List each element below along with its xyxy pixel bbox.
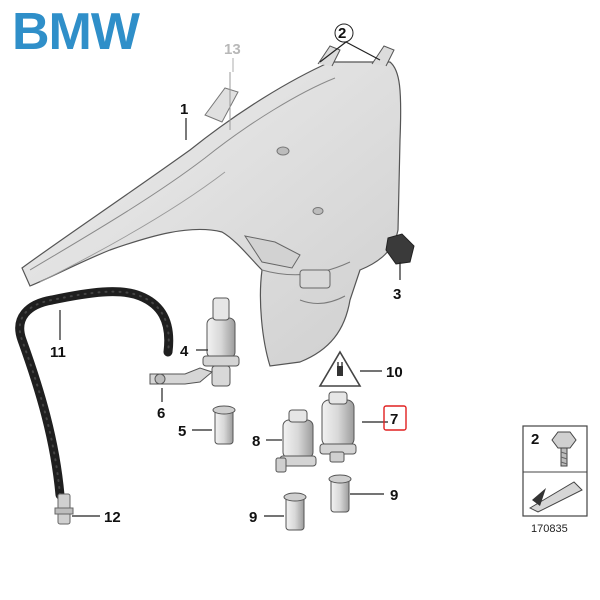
brand-name: BMW — [12, 3, 140, 61]
callout-7-highlight — [383, 405, 407, 431]
mounting-bracket — [204, 72, 239, 130]
callout-9a: 9 — [390, 487, 398, 504]
callout-1: 1 — [180, 101, 188, 118]
y-connector — [149, 367, 214, 385]
washer-reservoir — [21, 61, 402, 367]
callout-8: 8 — [252, 433, 260, 450]
leader-lines — [59, 41, 401, 517]
callout-10: 10 — [386, 364, 403, 381]
callout-7: 7 — [390, 411, 398, 428]
brand-logo: BMW — [12, 2, 140, 62]
callout-2: 2 — [338, 25, 346, 42]
callout-13: 13 — [224, 41, 241, 58]
washer-pump-7 — [319, 391, 357, 463]
washer-pump-8 — [275, 409, 317, 473]
level-sensor — [385, 233, 415, 265]
washer-hose — [15, 287, 174, 500]
grommet-5 — [212, 405, 236, 445]
callout-6: 6 — [157, 405, 165, 422]
callout-3: 3 — [393, 286, 401, 303]
callout-12: 12 — [104, 509, 121, 526]
grommet-9b — [328, 474, 352, 513]
catalog-arrow-icon — [528, 481, 583, 513]
legend-part-label: 2 — [531, 431, 539, 448]
grommet-9a — [283, 492, 307, 531]
callout-4: 4 — [180, 343, 189, 360]
callout-11: 11 — [50, 344, 66, 361]
callout-5: 5 — [178, 423, 186, 440]
callout-9b: 9 — [249, 509, 257, 526]
washer-pump-4 — [202, 297, 240, 387]
diagram-number: 170835 — [531, 523, 568, 535]
callout-2-circle — [334, 23, 354, 43]
bolt-icon — [551, 431, 577, 467]
warning-label — [318, 350, 362, 387]
hose-connector — [54, 493, 74, 525]
legend-box: 2 — [522, 425, 588, 517]
